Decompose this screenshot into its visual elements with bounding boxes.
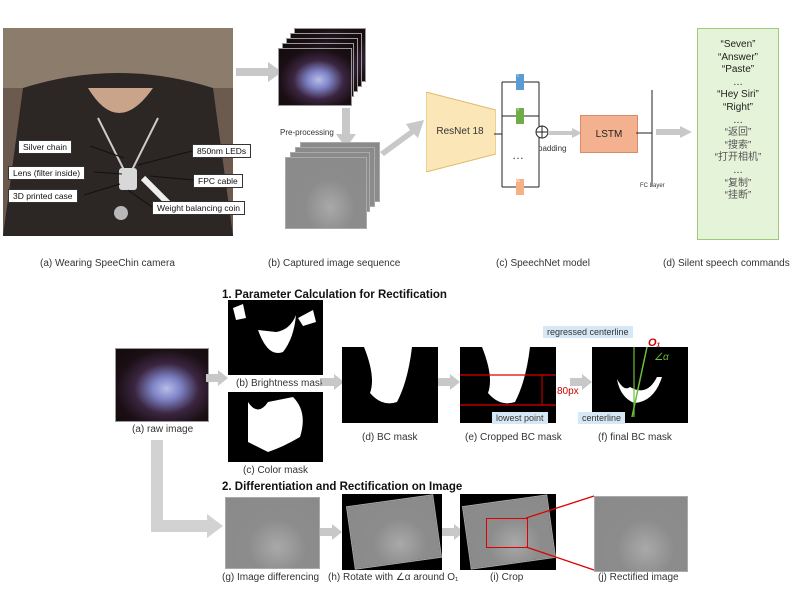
- arrow-to-lstm: [548, 128, 582, 138]
- command-item: …: [733, 76, 743, 88]
- arrow-diff-to-rotate: [320, 524, 342, 540]
- raw-frame-front: [278, 48, 352, 106]
- caption-a-top: (a) Wearing SpeeChin camera: [40, 258, 175, 269]
- arrow-sequence-to-model: [380, 120, 424, 156]
- px-label: 80px: [557, 386, 579, 397]
- fc-layer-label: FC Layer: [640, 183, 665, 189]
- feature-vectors: [494, 74, 549, 195]
- resnet-block: [426, 92, 496, 172]
- centerline-label: centerline: [578, 412, 626, 424]
- final-bc-mask: [592, 347, 688, 423]
- caption-c-top: (c) SpeechNet model: [496, 258, 590, 269]
- caption-image-differencing: (g) Image differencing: [222, 572, 320, 583]
- photo-label-silver-chain: Silver chain: [18, 140, 72, 154]
- command-item: “打开相机”: [714, 152, 762, 164]
- vector-v2: v₂: [514, 106, 520, 112]
- rotated-image: [342, 494, 443, 570]
- preprocessing-label: Pre-processing: [280, 128, 334, 137]
- command-item: “Hey Siri”: [717, 89, 759, 101]
- command-item: “Seven”: [720, 39, 756, 50]
- fc-layer: [636, 90, 653, 186]
- photo-label-lens: Lens (filter inside): [8, 166, 86, 180]
- caption-raw-image: (a) raw image: [132, 424, 194, 435]
- photo-label-leader-lines: [83, 145, 194, 208]
- vector-v1: v₁: [514, 72, 520, 78]
- vector-ellipsis: …: [512, 148, 524, 162]
- resnet-label: ResNet 18: [436, 126, 484, 137]
- raw-image: [115, 348, 209, 422]
- commands-box: “Seven” “Answer” “Paste” … “Hey Siri” “R…: [697, 28, 779, 240]
- vector-vk: vₖ: [515, 178, 521, 184]
- command-item: “Right”: [722, 101, 753, 113]
- section2-title: 2. Differentiation and Rectification on …: [222, 481, 463, 493]
- crop-image: [460, 494, 557, 570]
- photo-label-weight-coin: Weight balancing coin: [152, 201, 246, 215]
- command-item: “挂断”: [724, 190, 752, 202]
- caption-final-bc-mask: (f) final BC mask: [598, 432, 672, 443]
- zoom-lines: [526, 495, 595, 571]
- command-item: “返回”: [724, 127, 752, 139]
- command-item: “Paste”: [721, 64, 755, 76]
- caption-rotate: (h) Rotate with ∠α around O₁: [328, 572, 459, 583]
- caption-brightness-mask: (b) Brightness mask: [236, 378, 325, 389]
- command-item: …: [733, 114, 743, 126]
- regressed-centerline-label: regressed centerline: [543, 326, 633, 338]
- photo-label-3d-case: 3D printed case: [8, 189, 78, 203]
- alpha-label: ∠α: [654, 352, 669, 363]
- caption-cropped-bc-mask: (e) Cropped BC mask: [465, 432, 562, 443]
- command-item: “Answer”: [717, 51, 758, 63]
- cropped-bc-mask: [460, 347, 556, 423]
- caption-d-top: (d) Silent speech commands: [663, 258, 790, 269]
- arrow-cropped-to-final: [570, 374, 592, 390]
- section1-title: 1. Parameter Calculation for Rectificati…: [222, 289, 447, 301]
- photo-label-fpc-cable: FPC cable: [193, 174, 243, 188]
- brightness-mask: [228, 300, 323, 375]
- caption-bc-mask: (d) BC mask: [362, 432, 418, 443]
- command-item: “搜索”: [724, 139, 752, 151]
- arrow-rotate-to-crop: [442, 524, 464, 540]
- caption-crop: (i) Crop: [490, 572, 524, 583]
- color-mask: [228, 392, 323, 462]
- rectified-image: [594, 496, 688, 572]
- arrow-masks-to-bc: [322, 374, 344, 390]
- padding-label: padding: [538, 144, 567, 153]
- lstm-label: LSTM: [595, 128, 623, 140]
- command-item: …: [733, 164, 743, 176]
- arrow-bc-to-cropped: [438, 374, 460, 390]
- gray-frame-front: [285, 157, 367, 229]
- caption-color-mask: (c) Color mask: [243, 465, 309, 476]
- caption-rectified-image: (j) Rectified image: [598, 572, 679, 583]
- bc-mask: [342, 347, 438, 423]
- arrow-photo-to-sequence: [236, 62, 282, 82]
- lowest-point-label: lowest point: [492, 412, 548, 424]
- arrow-preprocessing: [336, 108, 356, 148]
- arrow-to-commands: [656, 126, 692, 138]
- arrow-raw-to-masks: [206, 370, 228, 386]
- command-item: “复制”: [724, 177, 752, 189]
- arrow-raw-to-differencing: [151, 440, 223, 538]
- caption-b-top: (b) Captured image sequence: [268, 258, 401, 269]
- o1-label: O₁: [648, 337, 661, 349]
- photo-label-850nm-leds: 850nm LEDs: [192, 144, 252, 158]
- lstm-block: LSTM: [580, 115, 638, 153]
- image-differencing: [225, 497, 320, 569]
